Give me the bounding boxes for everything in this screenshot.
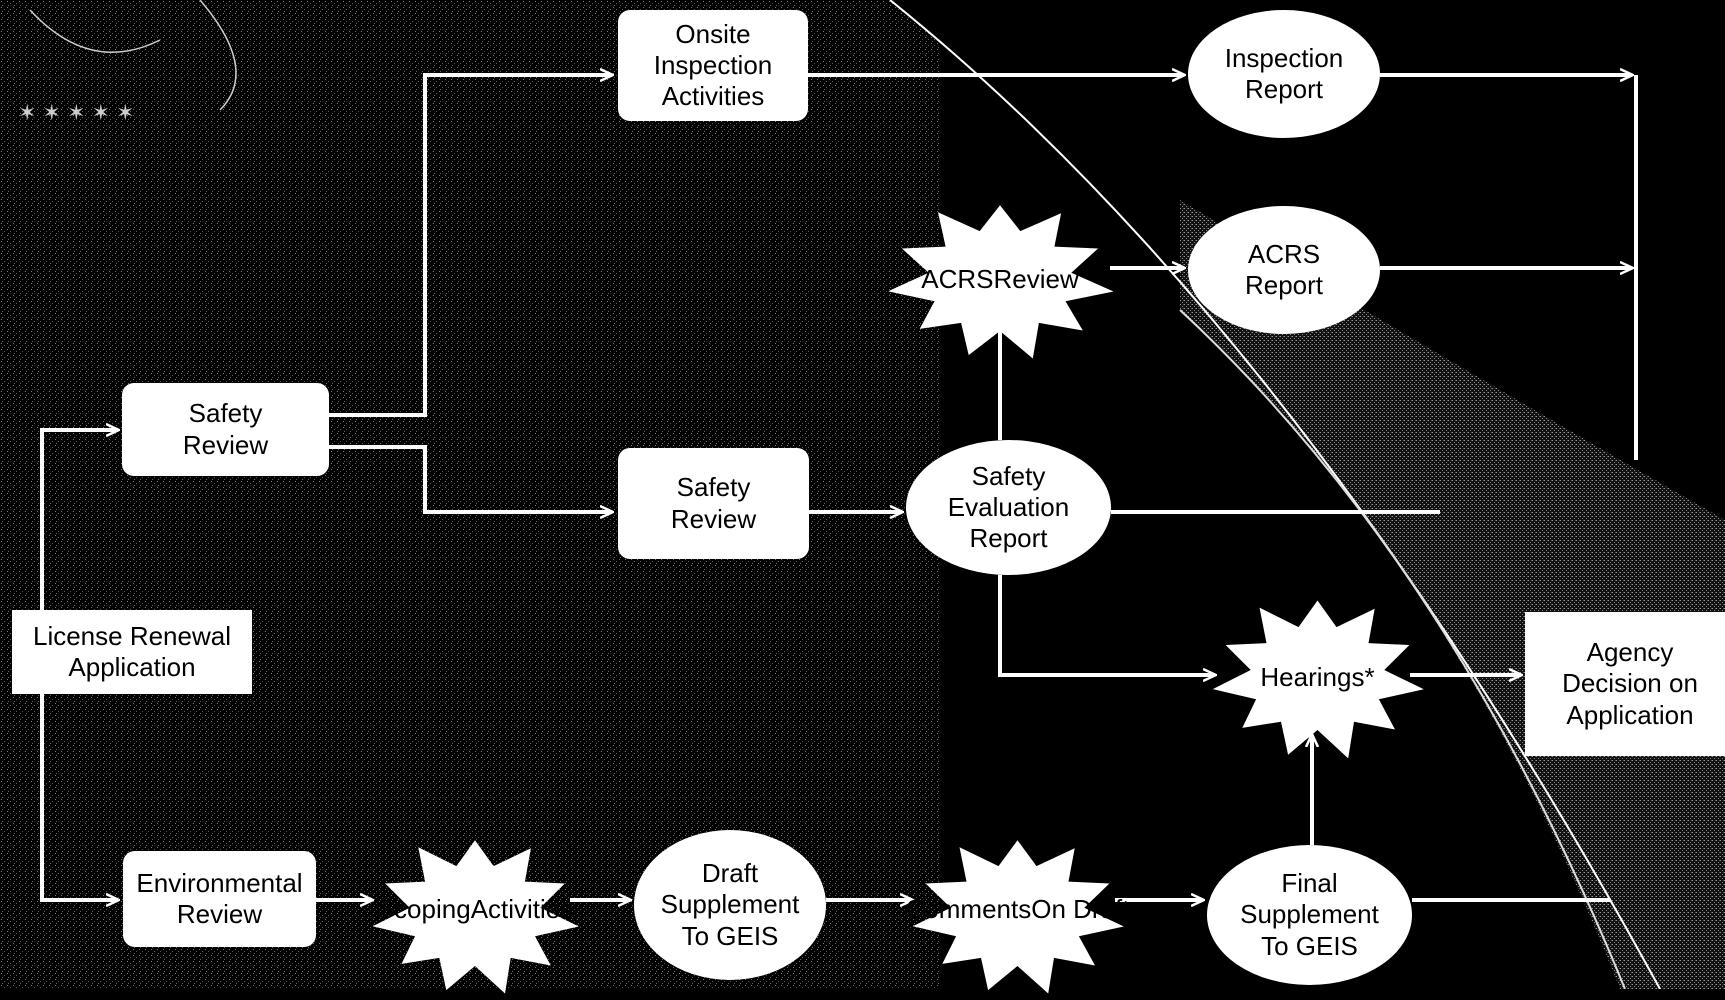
comments-on-draft-burst-label: CommentsOn Draft (906, 894, 1130, 925)
starburst-shape (912, 840, 1124, 994)
safety-review-main-box-line-2: Review (182, 429, 269, 460)
comments-on-draft-burst-line-1: Comments (905, 893, 1032, 924)
curve-line-inner (1179, 309, 1626, 989)
scoping-activities-burst-line-1: Scoping (376, 893, 471, 924)
edge-ser-to-hearings (998, 575, 1215, 675)
safety-evaluation-report-oval-line-3: Report (969, 523, 1048, 554)
safety-evaluation-report-oval-line-1: Safety (971, 460, 1046, 491)
hearings-burst-label: Hearings* (1260, 662, 1374, 693)
svg-text:✶ ✶ ✶ ✶ ✶: ✶ ✶ ✶ ✶ ✶ (18, 100, 135, 125)
comments-on-draft-burst-line-2: On Draft (1031, 893, 1130, 924)
edge-app-to-safety (40, 430, 118, 610)
inspection-report-oval-line-1: Inspection (1224, 42, 1344, 73)
final-supplement-oval-line-3: To GEIS (1261, 930, 1358, 961)
safety-evaluation-report-oval-line-2: Evaluation (947, 491, 1070, 522)
starburst-shape (888, 205, 1114, 359)
scoping-activities-burst-shape (372, 840, 579, 994)
hearings-burst-line-1: Hearings* (1260, 661, 1375, 692)
license-renewal-application-box-line-1: License Renewal (32, 620, 231, 651)
band-speckled (1180, 200, 1725, 989)
license-renewal-application-box-line-2: Application (68, 652, 196, 682)
scoping-activities-burst-label: ScopingActivities (377, 894, 574, 925)
final-supplement-oval-line-2: Supplement (1240, 899, 1379, 930)
scoping-activities-burst-line-2: Activities (470, 893, 574, 924)
acrs-review-burst: ACRSReview (880, 195, 1120, 365)
edge-safety-to-safety-sub (329, 445, 612, 512)
acrs-review-burst-shape (888, 205, 1114, 359)
starburst-shape (1212, 600, 1424, 759)
scoping-activities-burst: ScopingActivities (365, 830, 585, 994)
hearings-burst: Hearings* (1205, 590, 1430, 765)
inspection-report-oval-line-2: Report (1244, 74, 1324, 104)
seal-logo: ✶ ✶ ✶ ✶ ✶ (18, 0, 237, 125)
acrs-review-burst-line-1: ACRS (921, 264, 994, 295)
safety-review-main-box-line-1: Safety (188, 398, 263, 429)
agency-decision-box-line-3: Application (1566, 699, 1694, 730)
acrs-review-burst-line-2: Review (993, 264, 1079, 295)
safety-review-sub-box-line-2: Review (670, 503, 757, 534)
comments-on-draft-burst: CommentsOn Draft (905, 830, 1130, 994)
acrs-review-burst-label: ACRSReview (921, 264, 1079, 295)
comments-on-draft-burst-shape (912, 840, 1124, 994)
draft-supplement-oval-line-2: Supplement (660, 889, 800, 920)
environmental-review-box-line-1: Environmental (136, 867, 303, 898)
final-supplement-oval-line-1: Final (1281, 868, 1338, 899)
draft-supplement-oval-line-1: Draft (701, 858, 759, 889)
edge-safety-to-onsite (329, 75, 612, 417)
safety-review-sub-box-line-1: Safety (676, 472, 751, 503)
acrs-report-oval-line-2: Report (1244, 270, 1324, 300)
agency-decision-box-line-2: Decision on (1562, 668, 1698, 699)
agency-decision-box-line-1: Agency (1586, 637, 1674, 668)
onsite-inspection-activities-box-line-1: Onsite (675, 18, 751, 49)
hearings-burst-shape (1212, 600, 1424, 759)
environmental-review-box-line-2: Review (176, 899, 263, 929)
edge-app-to-environmental (40, 694, 118, 900)
draft-supplement-oval-line-3: To GEIS (681, 920, 779, 951)
curve-line-outer (889, 0, 1661, 989)
onsite-inspection-activities-box-line-2: Inspection (653, 49, 773, 80)
acrs-report-oval-line-1: ACRS (1247, 238, 1321, 269)
onsite-inspection-activities-box-line-3: Activities (661, 81, 765, 112)
starburst-shape (372, 840, 579, 994)
